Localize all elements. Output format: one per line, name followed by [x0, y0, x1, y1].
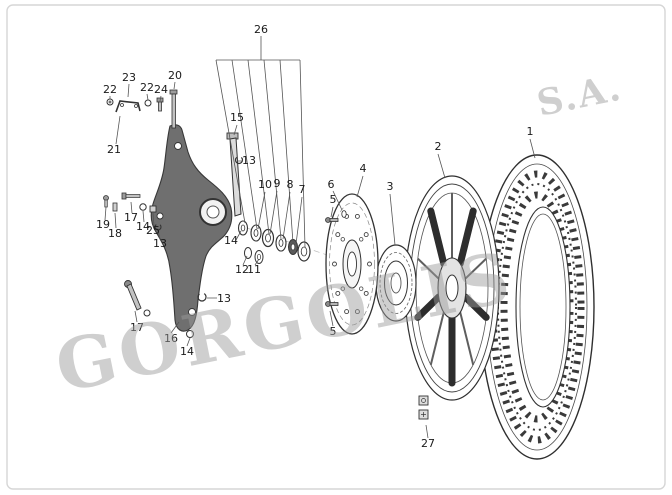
part-label-7: 7	[299, 183, 306, 196]
part-label-13: 13	[217, 292, 231, 305]
part-label-27: 27	[421, 437, 435, 450]
part-label-4: 4	[360, 162, 367, 175]
watermark-suffix: S.A.	[533, 67, 625, 125]
part-label-26: 26	[254, 23, 268, 36]
spacer-bearing-row	[237, 220, 311, 264]
part-label-16: 16	[164, 332, 178, 345]
brake-disc-part-4	[325, 193, 379, 335]
part-label-22: 22	[103, 83, 117, 96]
part-label-25: 25	[146, 224, 160, 237]
part-label-3: 3	[387, 180, 394, 193]
part-label-23: 23	[122, 71, 136, 84]
disc-bolts-5-6	[325, 210, 347, 307]
part-label-11: 11	[247, 263, 261, 276]
fastener-pair-part-27	[418, 395, 429, 420]
part-label-20: 20	[168, 69, 182, 82]
circlip-13	[234, 155, 244, 165]
part-label-14: 14	[224, 234, 238, 247]
part-label-21: 21	[107, 143, 121, 156]
part-label-1: 1	[527, 125, 534, 138]
part-label-5: 5	[330, 325, 337, 338]
tire-part-1	[479, 154, 595, 460]
bolt-part-20	[169, 89, 178, 95]
rim-spokes	[414, 207, 490, 387]
part-label-24: 24	[154, 83, 168, 96]
fastener-group-bottom-left	[124, 280, 207, 338]
part-label-17: 17	[124, 211, 138, 224]
swingarm-part-16	[150, 124, 233, 332]
part-label-8: 8	[287, 178, 294, 191]
leader-lines	[104, 36, 536, 439]
wheel-rim-part-2	[404, 175, 500, 401]
bracket-part-23	[115, 100, 141, 113]
frame-border	[6, 4, 666, 490]
part-label-13: 13	[242, 154, 256, 167]
part-label-17: 17	[130, 321, 144, 334]
part-label-10: 10	[258, 178, 272, 191]
fastener-group-mid-left	[103, 192, 162, 231]
part-label-9: 9	[274, 177, 281, 190]
part-label-22: 22	[140, 81, 154, 94]
part-label-18: 18	[108, 227, 122, 240]
rim-spokes-secondary	[417, 193, 487, 366]
hub-ring-part-3	[375, 244, 417, 322]
part-label-14: 14	[136, 220, 150, 233]
part-label-6: 6	[328, 178, 335, 191]
part-label-13: 13	[153, 237, 167, 250]
part-label-15: 15	[230, 111, 244, 124]
part-label-19: 19	[96, 218, 110, 231]
part-label-14: 14	[180, 345, 194, 358]
part-label-5: 5	[330, 193, 337, 206]
axle-part-15	[226, 132, 244, 217]
part-label-12: 12	[235, 263, 249, 276]
part-label-2: 2	[435, 140, 442, 153]
